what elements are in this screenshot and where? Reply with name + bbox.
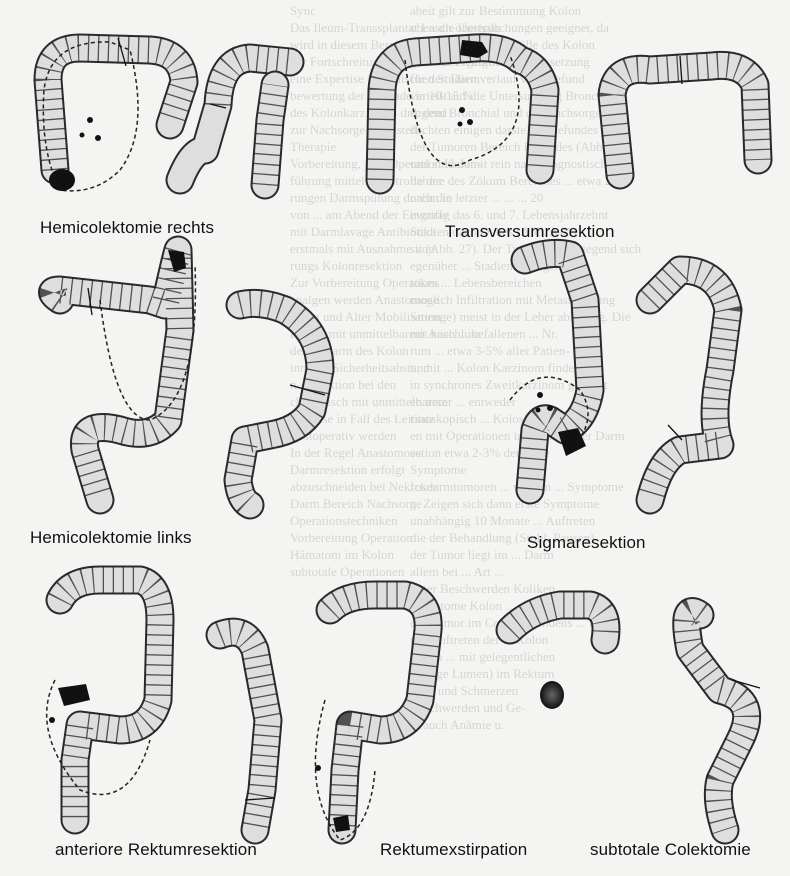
caption-hemicolectomy-left: Hemicolektomie links — [30, 528, 192, 548]
caption-anterior-rectal-resection: anteriore Rektumresektion — [55, 840, 257, 860]
tumor — [58, 684, 90, 706]
lymph-node — [459, 107, 465, 113]
lymph-node — [315, 765, 321, 771]
tumor — [540, 681, 564, 709]
rectal-extirpation-figure — [315, 595, 428, 840]
lymph-node — [536, 408, 541, 413]
lymph-node — [49, 717, 55, 723]
caption-hemicolectomy-right: Hemicolektomie rechts — [40, 218, 214, 238]
caption-transverse-resection: Transversumresektion — [445, 222, 615, 242]
lymph-node — [87, 117, 93, 123]
subtotal-colectomy-figure — [510, 605, 760, 830]
sigmoid-resection-figure — [510, 253, 728, 500]
lymph-node — [537, 392, 543, 398]
transverse-resection-figure — [380, 40, 758, 180]
lymph-node — [458, 122, 463, 127]
lymph-node — [95, 135, 101, 141]
lymph-node — [467, 119, 473, 125]
hemicolectomy-left-figure — [53, 250, 326, 505]
hemicolectomy-right-figure — [43, 38, 290, 191]
lymph-node — [547, 405, 553, 411]
tumor — [49, 169, 75, 191]
caption-sigmoid-resection: Sigmaresektion — [527, 533, 646, 553]
tumor — [333, 815, 350, 832]
anterior-rectal-resection-figure — [47, 580, 275, 830]
caption-subtotal-colectomy: subtotale Colektomie — [590, 840, 751, 860]
lymph-node — [80, 133, 85, 138]
caption-rectal-extirpation: Rektumexstirpation — [380, 840, 527, 860]
